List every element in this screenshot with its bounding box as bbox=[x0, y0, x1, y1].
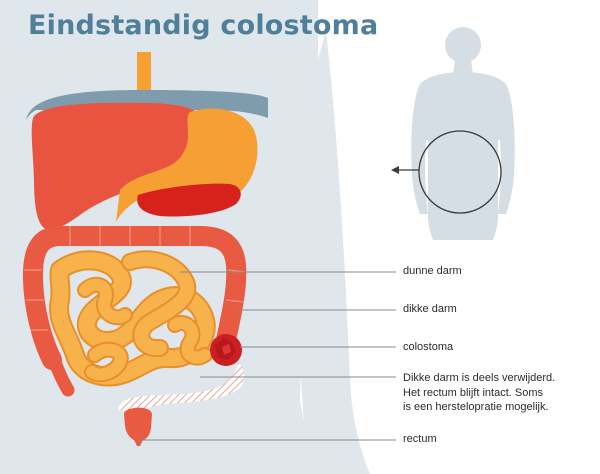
liver bbox=[31, 102, 207, 230]
label-removed-note: Dikke darm is deels verwijderd. Het rect… bbox=[403, 371, 593, 415]
small-human-figure bbox=[411, 27, 515, 240]
label-colostoma: colostoma bbox=[403, 341, 454, 353]
spleen bbox=[137, 183, 241, 217]
rectum bbox=[124, 407, 152, 441]
arm-silhouette bbox=[299, 30, 370, 474]
label-small-intestine: dunne darm bbox=[403, 265, 462, 277]
esophagus bbox=[137, 52, 151, 102]
label-rectum: rectum bbox=[403, 433, 437, 445]
arrow-left-icon bbox=[391, 166, 399, 174]
focus-circle-icon bbox=[418, 130, 502, 214]
label-large-intestine: dikke darm bbox=[403, 303, 457, 315]
colon-segment-marks bbox=[24, 226, 247, 331]
removed-colon-hatched bbox=[118, 362, 245, 412]
large-intestine bbox=[22, 226, 247, 370]
colostoma bbox=[210, 334, 242, 366]
small-intestine bbox=[49, 250, 216, 387]
note-line: is een herstelopratie mogelijk. bbox=[403, 401, 549, 413]
note-line: Het rectum blijft intact. Soms bbox=[403, 386, 543, 399]
page-title: Eindstandig colostoma bbox=[28, 10, 379, 41]
leader-lines bbox=[138, 271, 396, 441]
sigmoid-tail bbox=[45, 348, 75, 397]
note-line: Dikke darm is deels verwijderd. bbox=[403, 372, 556, 384]
rectum-tip bbox=[134, 440, 143, 446]
